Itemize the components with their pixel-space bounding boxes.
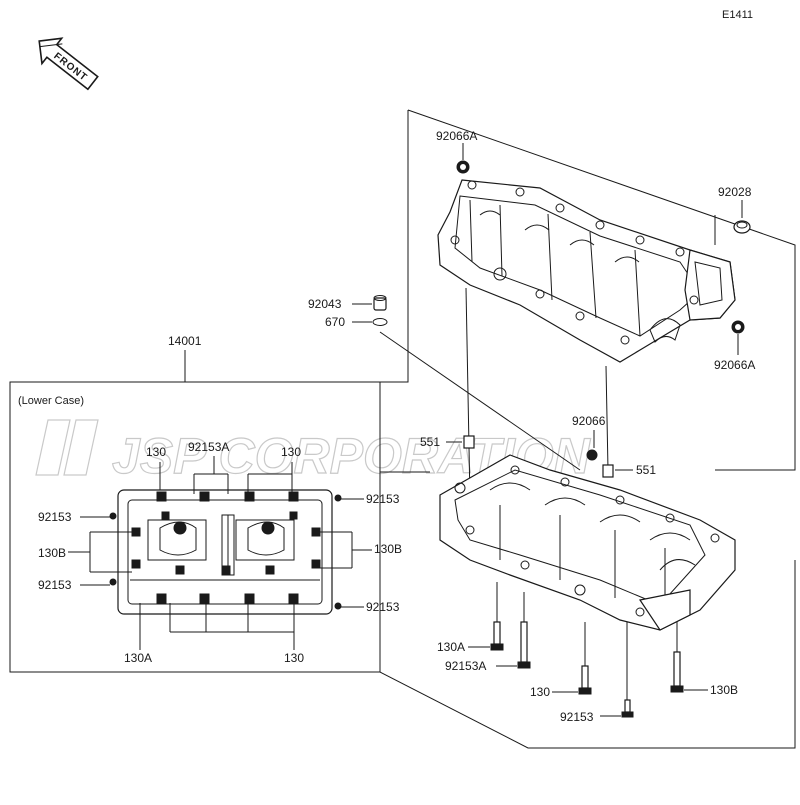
plug-92066 xyxy=(586,449,598,461)
label-92066: 92066 xyxy=(572,414,606,428)
diagram-code: E1411 xyxy=(722,9,753,21)
inset-label-92153-tl: 92153 xyxy=(38,510,72,524)
label-92153A: 92153A xyxy=(445,659,486,673)
lower-case-inset: (Lower Case) xyxy=(9,381,381,673)
label-92028: 92028 xyxy=(718,185,752,199)
label-130A: 130A xyxy=(437,640,465,654)
pin-551-right xyxy=(602,464,614,478)
pin-551-left xyxy=(463,435,475,449)
bolt-130A xyxy=(490,621,504,651)
inset-label-130-bottom: 130 xyxy=(284,651,304,665)
upper-crankcase xyxy=(437,179,736,363)
label-92153: 92153 xyxy=(560,710,594,724)
label-130B: 130B xyxy=(710,683,738,697)
bolt-130B xyxy=(670,651,684,693)
inset-label-92153-ml: 92153 xyxy=(38,578,72,592)
inset-label-130B-right: 130B xyxy=(374,542,402,556)
dowel-92043 xyxy=(373,295,387,311)
inset-label-130-left: 130 xyxy=(146,445,166,459)
assembly-frame-bottom xyxy=(379,560,796,749)
plug-92066A-top xyxy=(456,160,470,174)
lower-crankcase xyxy=(439,454,736,631)
label-92043: 92043 xyxy=(308,297,342,311)
inset-label-92153-br: 92153 xyxy=(366,600,400,614)
oring-670 xyxy=(372,318,388,326)
label-551-left: 551 xyxy=(420,435,440,449)
label-670: 670 xyxy=(325,315,345,329)
inset-label-92153-tr: 92153 xyxy=(366,492,400,506)
label-92066A-top: 92066A xyxy=(436,129,477,143)
lower-case-label: (Lower Case) xyxy=(18,395,84,407)
bolt-130 xyxy=(578,665,592,695)
bolt-92153A xyxy=(517,621,531,669)
inset-label-130B-left: 130B xyxy=(38,546,66,560)
label-92066A-right: 92066A xyxy=(714,358,755,372)
bolt-92153 xyxy=(621,699,634,718)
front-arrow-icon: FRONT xyxy=(38,37,99,91)
plug-92066A-right xyxy=(731,320,745,334)
dowel-92028 xyxy=(733,220,751,234)
assembly-number: 14001 xyxy=(168,334,202,348)
alignment-line xyxy=(379,331,581,471)
inset-label-130-right: 130 xyxy=(281,445,301,459)
label-130: 130 xyxy=(530,685,550,699)
inset-border xyxy=(9,381,381,673)
label-551-right: 551 xyxy=(636,463,656,477)
inset-label-92153A: 92153A xyxy=(188,440,229,454)
inset-label-130A-bottom: 130A xyxy=(124,651,152,665)
inset-case-view xyxy=(117,489,333,615)
